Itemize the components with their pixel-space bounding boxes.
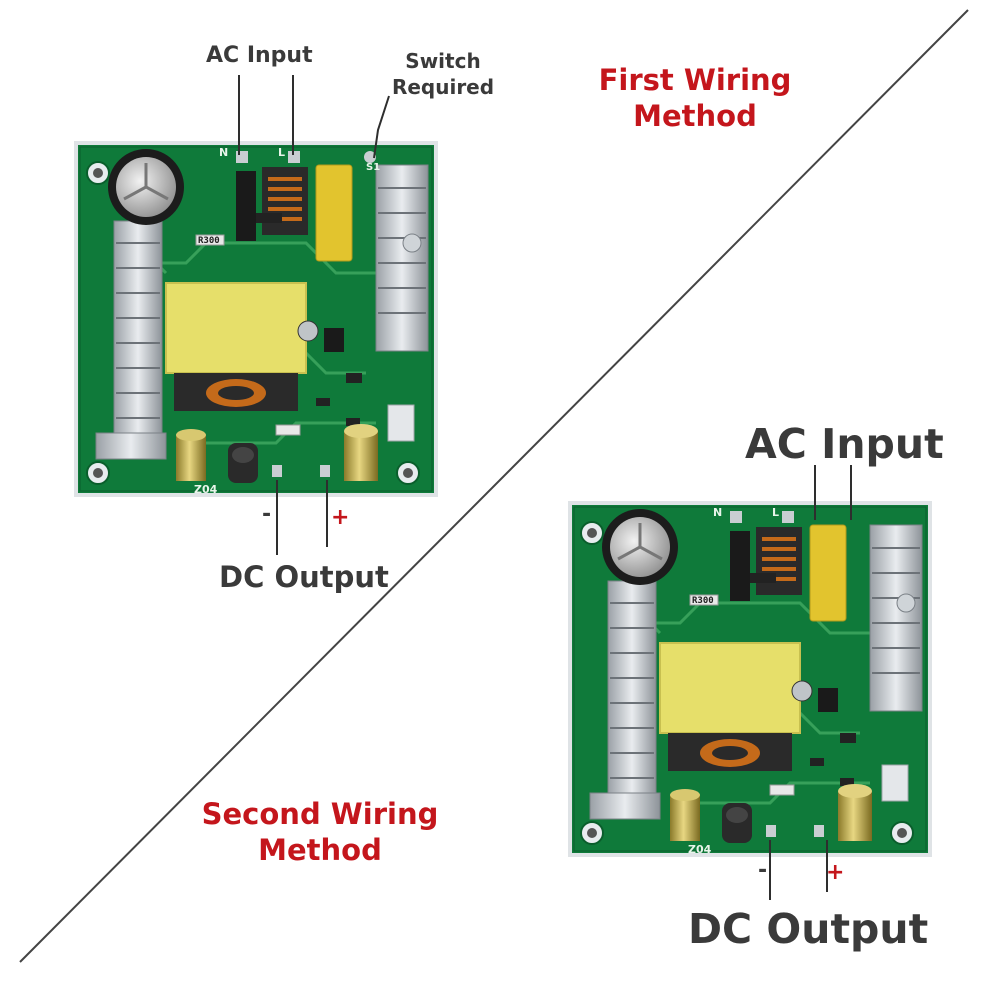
leader-lines-first <box>238 75 390 555</box>
second-method-title: Second Wiring Method <box>200 796 440 868</box>
silk-s1-first: S1 <box>366 162 381 173</box>
dc-output-label-first: DC Output <box>219 560 389 594</box>
silk-model-second: Z04 <box>688 843 712 856</box>
dc-minus-sign-second: - <box>758 858 768 883</box>
diagonal-divider <box>19 9 969 963</box>
second-title-line2: Method <box>258 833 382 867</box>
first-method-title: First Wiring Method <box>580 62 810 134</box>
second-title-line1: Second Wiring <box>201 797 439 831</box>
dc-minus-sign-first: - <box>262 502 272 527</box>
silk-r300-second: R300 <box>692 596 714 606</box>
pcb-board-second <box>568 501 932 857</box>
silk-r300-first: R300 <box>198 236 220 246</box>
dc-plus-sign-second: + <box>826 860 845 885</box>
silk-l-first: L <box>278 146 286 159</box>
first-title-line1: First Wiring <box>598 63 792 97</box>
ac-input-label-first: AC Input <box>206 43 313 68</box>
silk-model-first: Z04 <box>194 483 218 496</box>
silk-l-second: L <box>772 506 780 519</box>
switch-label-line2: Required <box>391 75 495 99</box>
switch-required-label: Switch Required <box>384 48 502 100</box>
silk-n-second: N <box>713 506 723 519</box>
silk-n-first: N <box>219 146 229 159</box>
leader-lines-second <box>769 465 852 900</box>
first-title-line2: Method <box>633 99 757 133</box>
dc-plus-sign-first: + <box>331 505 350 530</box>
switch-label-line1: Switch <box>405 49 481 73</box>
switch-terminal-pad <box>364 151 376 163</box>
ac-input-label-second: AC Input <box>745 420 944 468</box>
dc-output-label-second: DC Output <box>688 905 929 953</box>
pcb-board-first <box>74 141 438 497</box>
